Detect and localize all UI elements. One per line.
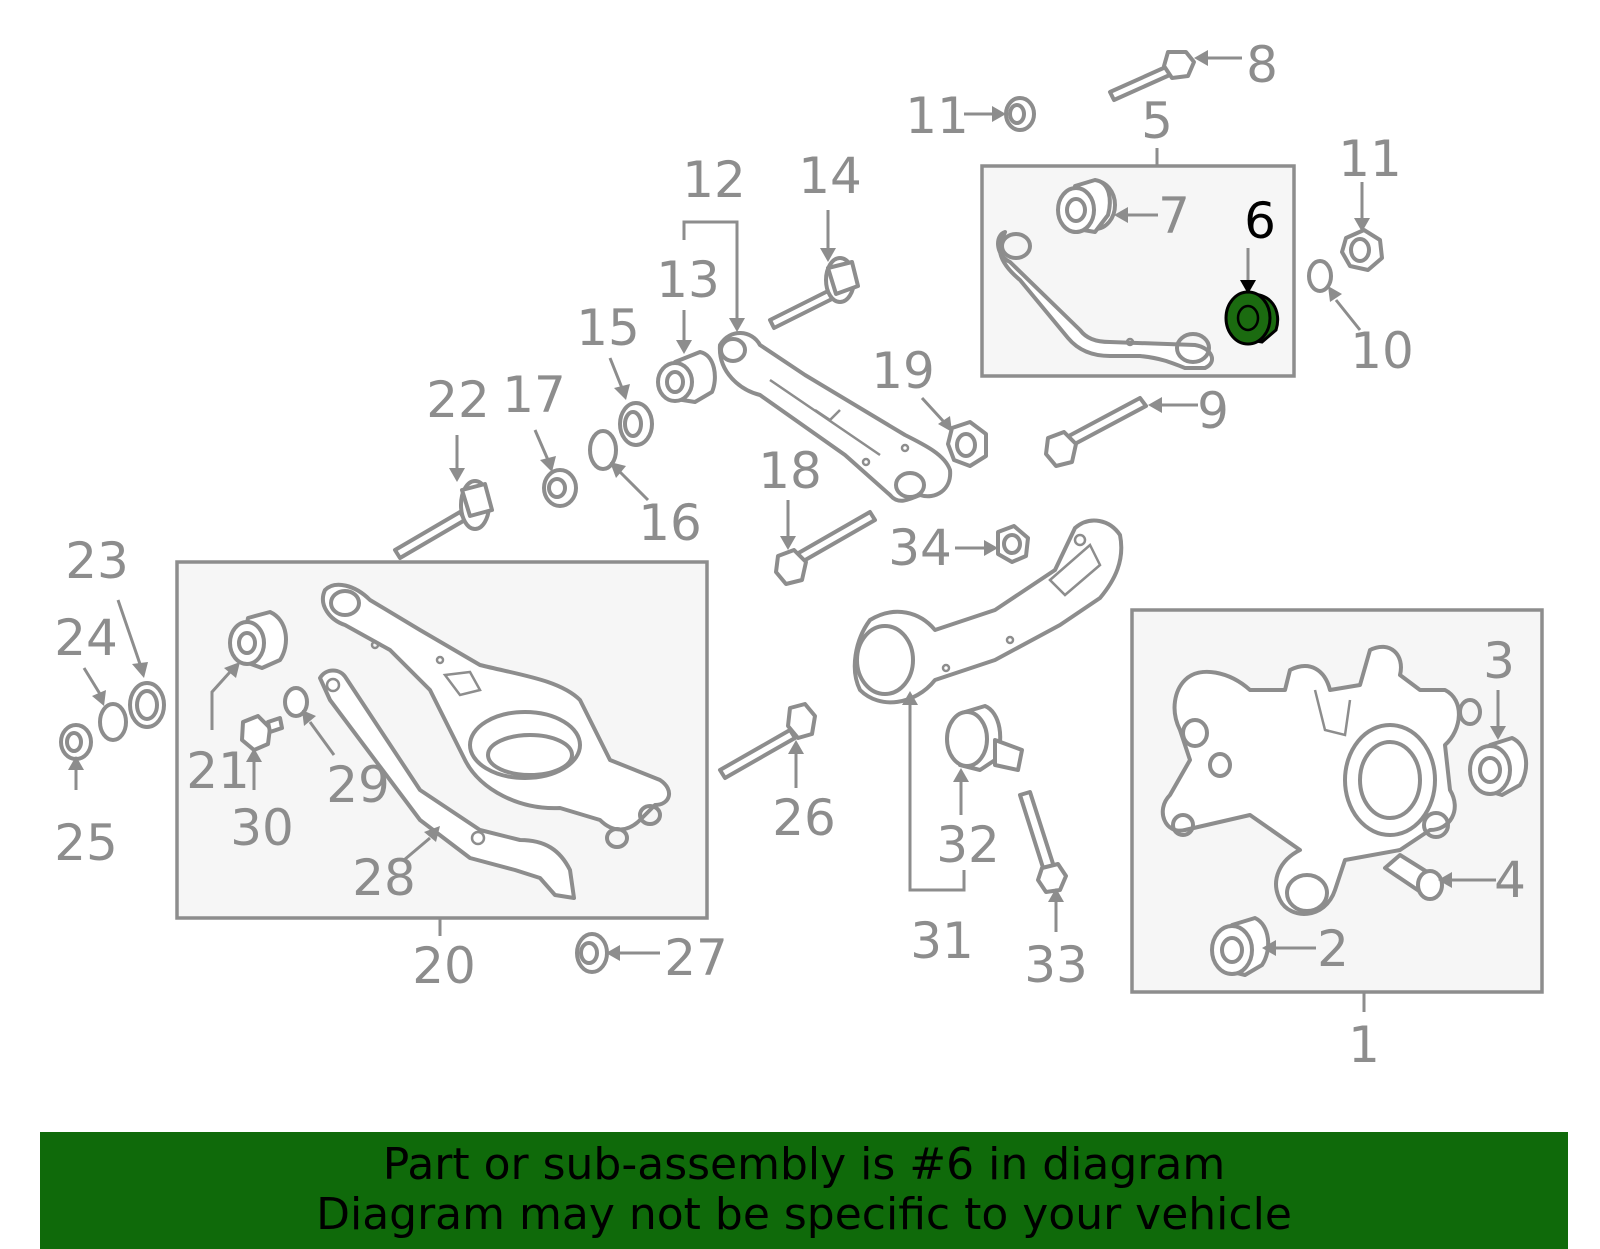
callout-4: 4: [1494, 851, 1526, 909]
nut-part-19[interactable]: [946, 420, 988, 468]
nut-part-34[interactable]: [996, 524, 1030, 564]
lateral-arm-part-12[interactable]: [717, 331, 953, 503]
callout-17: 17: [502, 366, 566, 424]
callout-5: 5: [1141, 92, 1173, 150]
info-banner: Part or sub-assembly is #6 in diagram Di…: [40, 1132, 1568, 1249]
nut-part-11-right[interactable]: [1340, 228, 1384, 272]
nut-part-27[interactable]: [575, 932, 609, 974]
callout-9: 9: [1197, 382, 1229, 440]
callout-12: 12: [682, 151, 746, 209]
nut-part-25[interactable]: [59, 723, 93, 761]
washer-part-29[interactable]: [283, 686, 309, 718]
callout-25: 25: [54, 814, 118, 872]
upper-control-arm-part-5[interactable]: [996, 230, 1214, 370]
bushing-part-21[interactable]: [228, 610, 288, 670]
callout-22: 22: [426, 371, 490, 429]
callout-26: 26: [772, 789, 836, 847]
bushing-part-6-highlighted[interactable]: [1224, 290, 1280, 346]
washer-part-24[interactable]: [98, 702, 128, 742]
callout-29: 29: [326, 756, 390, 814]
callout-1: 1: [1348, 1016, 1380, 1074]
callout-33: 33: [1024, 936, 1088, 994]
callout-28: 28: [352, 849, 416, 907]
washer-part-10[interactable]: [1307, 259, 1333, 293]
bushing-part-7[interactable]: [1056, 178, 1117, 234]
callout-16: 16: [638, 494, 702, 552]
pin-part-4[interactable]: [1383, 853, 1444, 901]
bolt-part-22[interactable]: [393, 479, 494, 560]
banner-line-2: Diagram may not be specific to your vehi…: [316, 1189, 1292, 1240]
callout-3: 3: [1483, 632, 1515, 690]
callout-32: 32: [936, 816, 1000, 874]
lower-arm-assembly-part-20[interactable]: [321, 582, 671, 849]
bushing-part-3[interactable]: [1468, 736, 1529, 797]
callout-7: 7: [1158, 187, 1190, 245]
bolt-part-14[interactable]: [768, 256, 860, 330]
nut-part-11-top[interactable]: [1004, 96, 1036, 132]
callout-31: 31: [910, 912, 974, 970]
callout-10: 10: [1350, 322, 1414, 380]
callout-27: 27: [664, 929, 728, 987]
callout-23: 23: [65, 532, 129, 590]
callout-20: 20: [412, 937, 476, 995]
washer-part-16[interactable]: [588, 429, 618, 471]
bushing-part-13[interactable]: [656, 350, 717, 404]
nut-part-17[interactable]: [542, 468, 578, 508]
link-part-28[interactable]: [318, 668, 576, 900]
callout-6: 6: [1244, 192, 1276, 250]
banner-line-1: Part or sub-assembly is #6 in diagram: [382, 1139, 1226, 1190]
trailing-arm-part-31[interactable]: [852, 518, 1124, 705]
callout-24: 24: [54, 609, 118, 667]
bolt-part-8[interactable]: [1108, 50, 1196, 102]
bolt-part-9[interactable]: [1044, 396, 1148, 468]
bolt-part-33[interactable]: [1018, 790, 1068, 894]
callout-21: 21: [186, 742, 250, 800]
callout-11-right: 11: [1338, 130, 1402, 188]
bushing-part-32[interactable]: [945, 704, 1024, 772]
callout-numbers: 1 2 3 4 5 6 7 8 9 10 11 11 12 13 14 15 1…: [54, 36, 1526, 1074]
callout-8: 8: [1246, 36, 1278, 94]
callout-2: 2: [1317, 920, 1349, 978]
callout-18: 18: [758, 442, 822, 500]
knuckle-assembly-part-1[interactable]: [1160, 644, 1482, 916]
bushing-part-23[interactable]: [128, 681, 166, 729]
nut-part-30[interactable]: [240, 714, 284, 752]
callout-13: 13: [656, 251, 720, 309]
washer-part-15[interactable]: [618, 401, 654, 447]
callout-30: 30: [230, 799, 294, 857]
callout-34: 34: [888, 519, 952, 577]
callout-11-top: 11: [905, 87, 969, 145]
leader-lines: [68, 50, 1506, 961]
callout-15: 15: [576, 299, 640, 357]
bolt-part-26[interactable]: [718, 702, 817, 780]
bolt-part-18[interactable]: [774, 510, 877, 586]
callout-14: 14: [798, 147, 862, 205]
callout-19: 19: [871, 342, 935, 400]
